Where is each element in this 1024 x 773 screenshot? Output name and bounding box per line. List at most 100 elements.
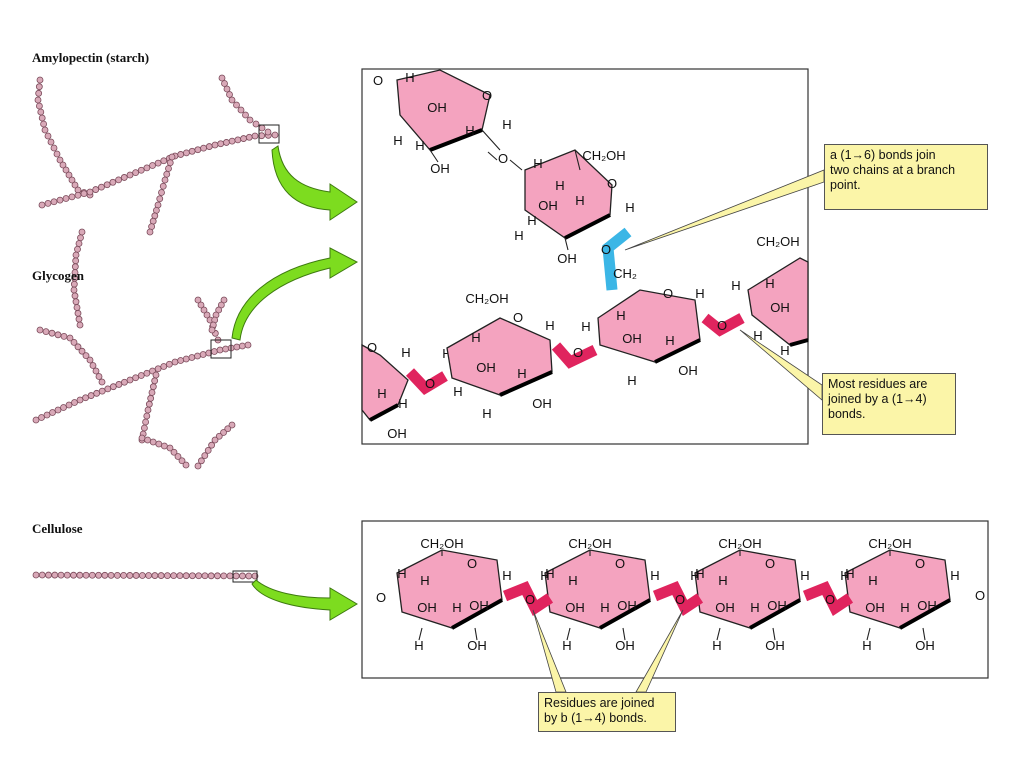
- glycosidic-oxygen: O: [675, 592, 685, 607]
- atom-label: H: [950, 568, 959, 583]
- glucose-bead: [183, 149, 190, 157]
- glucose-bead: [98, 183, 105, 191]
- branch-bond-callout: a (1→6) bonds join two chains at a branc…: [824, 144, 988, 210]
- ch2oh-label: CH₂OH: [718, 536, 761, 551]
- glucose-bead: [146, 228, 154, 236]
- atom-label: OH: [615, 638, 635, 653]
- atom-label: H: [471, 330, 480, 345]
- glucose-bead: [144, 436, 152, 444]
- glucose-bead: [120, 572, 127, 579]
- glucose-bead: [182, 572, 190, 580]
- bond-line: [922, 627, 926, 641]
- atom-label: OH: [715, 600, 735, 615]
- atom-label: H: [800, 568, 809, 583]
- glucose-bead: [72, 251, 80, 259]
- glucose-bead: [188, 354, 196, 361]
- atom-label: H: [527, 213, 536, 228]
- atom-label: H: [401, 345, 410, 360]
- glucose-bead: [57, 571, 65, 579]
- glucose-bead: [233, 343, 241, 351]
- glucose-bead: [271, 131, 279, 139]
- bond-line: [509, 159, 523, 171]
- cellulose-zoom-box: [232, 570, 258, 583]
- alpha-callout-line-1: Most residues are: [828, 377, 928, 391]
- glucose-bead: [165, 165, 172, 172]
- glucose-bead: [143, 164, 151, 172]
- glucose-bead: [151, 572, 159, 579]
- glucose-bead: [65, 401, 73, 409]
- glucose-bead: [132, 169, 140, 177]
- glucose-bead: [88, 571, 96, 579]
- atom-label: H: [862, 638, 871, 653]
- glucose-bead: [43, 411, 51, 419]
- ring-bold-edge: [789, 338, 809, 347]
- glucose-bead: [170, 448, 178, 456]
- ch2oh-label: CH₂OH: [568, 536, 611, 551]
- bond-line: [866, 627, 871, 641]
- glucose-bead: [60, 404, 67, 411]
- glucose-bead: [35, 83, 43, 91]
- glucose-bead: [142, 418, 150, 426]
- glucose-bead: [44, 199, 52, 207]
- ch2oh-label: CH₂OH: [420, 536, 463, 551]
- glucose-bead: [101, 571, 109, 579]
- glycosidic-oxygen: O: [717, 318, 727, 333]
- bond-line: [566, 627, 571, 641]
- glucose-bead: [68, 176, 76, 184]
- glucose-bead: [70, 338, 78, 346]
- glucose-bead: [228, 421, 236, 429]
- glucose-bead: [36, 76, 44, 84]
- glucose-bead: [222, 345, 230, 353]
- glucose-bead: [149, 383, 157, 391]
- glucose-bead: [203, 311, 211, 319]
- glucose-bead: [56, 196, 64, 204]
- glucose-bead: [68, 193, 76, 201]
- atom-label: H: [731, 278, 740, 293]
- glucose-bead: [138, 572, 146, 579]
- glucose-bead: [200, 144, 207, 152]
- glucose-bead: [56, 156, 64, 164]
- glucose-bead: [171, 358, 179, 366]
- glucose-bead: [54, 406, 62, 414]
- glucose-bead: [145, 572, 153, 579]
- glucose-bead: [233, 101, 240, 109]
- glucose-bead: [145, 400, 153, 408]
- atom-label: OH: [770, 300, 790, 315]
- glucose-bead: [62, 195, 70, 202]
- glucose-bead: [177, 151, 185, 158]
- glucose-bead: [35, 89, 43, 97]
- glucose-bead: [147, 394, 155, 402]
- ring-oxygen: O: [467, 556, 477, 571]
- glucose-bead: [103, 181, 111, 189]
- glucose-bead: [75, 315, 83, 323]
- bond-line: [474, 627, 478, 641]
- beta-1-4-bond: [802, 581, 854, 617]
- atom-label: H: [627, 373, 636, 388]
- atom-label: H: [625, 200, 634, 215]
- glucose-bead: [160, 442, 168, 450]
- bond-line: [716, 627, 721, 641]
- glucose-bead: [242, 111, 249, 119]
- glucose-bead: [71, 399, 78, 406]
- atom-label: O: [513, 310, 523, 325]
- glucose-bead: [137, 372, 145, 379]
- glucose-bead: [78, 228, 86, 236]
- glucose-bead: [72, 257, 80, 265]
- atom-label: H: [690, 568, 699, 583]
- atom-label: H: [780, 343, 789, 358]
- glucose-bead: [156, 195, 164, 203]
- glucose-bead: [216, 346, 224, 354]
- ring-oxygen: O: [765, 556, 775, 571]
- glucose-bead: [70, 286, 78, 294]
- glucose-bead: [182, 461, 190, 469]
- glucose-bead: [32, 571, 40, 579]
- glucose-bead: [73, 304, 81, 311]
- atom-label: H: [840, 568, 849, 583]
- glucose-bead: [42, 328, 50, 336]
- glucose-bead: [62, 166, 70, 174]
- glucose-bead: [47, 138, 55, 146]
- glucose-bead: [220, 429, 227, 436]
- glucose-bead: [205, 143, 213, 150]
- ring-bold-edge: [654, 338, 701, 364]
- alpha-1-4-bond: [405, 368, 448, 395]
